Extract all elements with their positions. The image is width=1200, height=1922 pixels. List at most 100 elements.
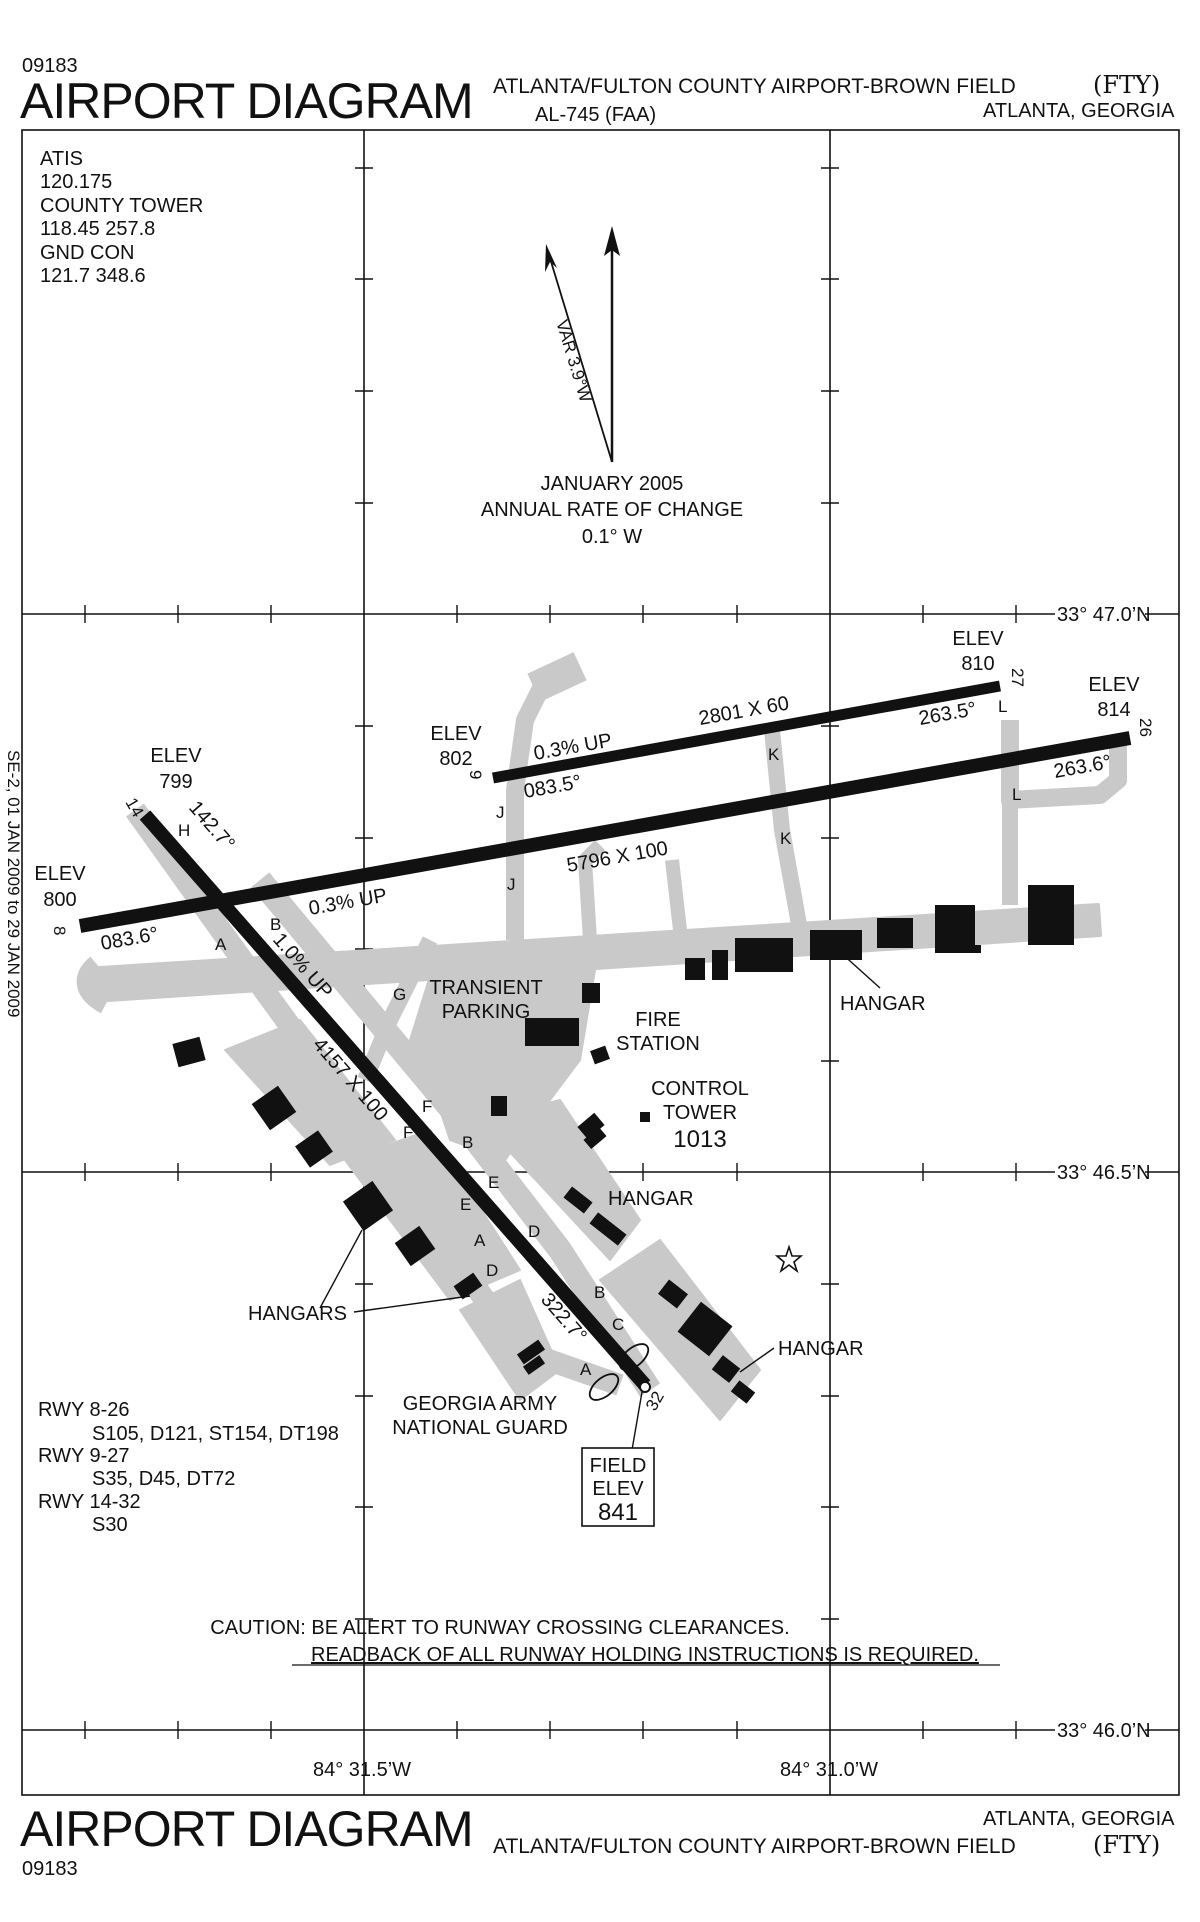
taxiway-a-label: A: [474, 1231, 486, 1250]
runways: [78, 680, 1132, 1393]
control-tower-label: TOWER: [663, 1102, 737, 1124]
taxiway-labels: A A A B B B C D D E E F F G H J J K K L …: [178, 697, 1021, 1379]
transient-parking-label: PARKING: [442, 1001, 531, 1023]
national-guard-label: GEORGIA ARMY: [403, 1393, 557, 1415]
hangars-leader: [319, 1229, 363, 1309]
freq-line: COUNTY TOWER: [40, 195, 203, 217]
elev-27: 810: [961, 653, 994, 675]
taxiway-h-label: H: [178, 821, 190, 840]
lon-label-left: 84° 31.5’W: [313, 1759, 411, 1781]
north-arrow: [604, 226, 620, 462]
taxiway-d-label: D: [528, 1222, 540, 1241]
freq-line: ATIS: [40, 148, 83, 170]
taxiway-k-label: K: [768, 745, 780, 764]
strength-line: RWY 14-32: [38, 1491, 141, 1513]
city-state: ATLANTA, GEORGIA: [983, 100, 1175, 122]
taxiway-f-label: F: [422, 1097, 432, 1116]
hangars-leader: [353, 1295, 471, 1313]
freq-line: 120.175: [40, 171, 112, 193]
freq-line: 118.45 257.8: [40, 218, 155, 240]
control-tower-label: CONTROL: [651, 1078, 749, 1100]
taxiway-l-label: L: [998, 697, 1007, 716]
runway-end-8: 8: [50, 926, 69, 935]
strength-line: RWY 9-27: [38, 1445, 130, 1467]
field-elev-label: ELEV: [592, 1478, 644, 1500]
elev-label: ELEV: [952, 628, 1004, 650]
field-elev-value: 841: [598, 1499, 638, 1526]
taxiway-j-label: J: [507, 875, 516, 894]
taxiway-l-label: L: [1012, 785, 1021, 804]
elev-8: 800: [43, 889, 76, 911]
lon-label-right: 84° 31.0’W: [780, 1759, 878, 1781]
taxiway-d-label: D: [486, 1261, 498, 1280]
rwy-14-heading: 142.7°: [184, 797, 239, 855]
magnetic-north-arrow: [545, 244, 613, 463]
frequency-block: ATIS 120.175 COUNTY TOWER 118.45 257.8 G…: [40, 148, 203, 287]
taxiway-b-label: B: [462, 1133, 473, 1152]
elev-label: ELEV: [1088, 674, 1140, 696]
strength-line: RWY 8-26: [38, 1399, 130, 1421]
freq-line: 121.7 348.6: [40, 265, 146, 287]
elev-label: ELEV: [34, 863, 86, 885]
hangar-label: HANGAR: [778, 1338, 864, 1360]
runway-strength-notes: RWY 8-26 S105, D121, ST154, DT198 RWY 9-…: [38, 1399, 339, 1536]
control-tower-elev: 1013: [673, 1126, 726, 1153]
transient-parking-label: TRANSIENT: [429, 977, 542, 999]
freq-line: GND CON: [40, 242, 134, 264]
runway-end-9: 9: [466, 770, 485, 779]
variation-label: VAR 3.9°W: [552, 318, 595, 405]
elev-9: 802: [439, 748, 472, 770]
lat-label-mid: 33° 46.5’N: [1057, 1162, 1151, 1184]
strength-line: S30: [92, 1514, 128, 1536]
annual-rate-value: 0.1° W: [582, 526, 642, 548]
runway-end-26: 26: [1136, 718, 1155, 737]
caution-line-1: CAUTION: BE ALERT TO RUNWAY CROSSING CLE…: [210, 1617, 789, 1639]
taxiway-a-label: A: [580, 1360, 592, 1379]
footer-title: AIRPORT DIAGRAM: [20, 1801, 473, 1857]
runway-32-threshold: [639, 1381, 651, 1393]
taxiway-k-label: K: [780, 829, 792, 848]
elev-14: 799: [159, 771, 192, 793]
doc-id-top: 09183: [22, 55, 78, 77]
taxiway-e-label: E: [460, 1195, 471, 1214]
magnetic-date: JANUARY 2005: [541, 473, 684, 495]
taxiway-e-label: E: [488, 1173, 499, 1192]
taxiway-a-label: A: [215, 935, 227, 954]
fire-station-label: STATION: [616, 1033, 700, 1055]
footer-doc-id: 09183: [22, 1858, 78, 1880]
procedure-id: AL-745 (FAA): [535, 104, 656, 126]
hangar-leader: [739, 1347, 775, 1373]
airport-ident: (FTY): [1093, 71, 1160, 99]
elev-label: ELEV: [150, 745, 202, 767]
side-margin-text: SE-2, 01 JAN 2009 to 29 JAN 2009: [4, 750, 23, 1017]
taxiway-b-label: B: [594, 1283, 605, 1302]
runway-8-26: [78, 731, 1132, 933]
hangar-label: HANGAR: [608, 1188, 694, 1210]
footer-city-state: ATLANTA, GEORGIA: [983, 1808, 1175, 1830]
elev-label: ELEV: [430, 723, 482, 745]
footer-airport-name: ATLANTA/FULTON COUNTY AIRPORT-BROWN FIEL…: [493, 1835, 1016, 1858]
hangars-label: HANGARS: [248, 1303, 347, 1325]
strength-line: S35, D45, DT72: [92, 1468, 235, 1490]
strength-line: S105, D121, ST154, DT198: [92, 1423, 339, 1445]
fire-station-label: FIRE: [635, 1009, 681, 1031]
lat-label-top: 33° 47.0’N: [1057, 604, 1151, 626]
hangar-label: HANGAR: [840, 993, 926, 1015]
national-guard-label: NATIONAL GUARD: [392, 1417, 568, 1439]
field-elev-leader: [631, 1391, 643, 1451]
runway-9-27: [492, 680, 1001, 784]
lat-label-bottom: 33° 46.0’N: [1057, 1720, 1151, 1742]
annual-rate-label: ANNUAL RATE OF CHANGE: [481, 499, 743, 521]
beacon-star-icon: [774, 1244, 804, 1274]
taxiway-g-label: G: [393, 985, 406, 1004]
hangar-leader: [839, 951, 881, 989]
taxiway-j-label: J: [496, 803, 505, 822]
buildings: [172, 885, 1074, 1404]
runway-14-32: [139, 810, 651, 1390]
field-elev-box: [581, 1447, 655, 1527]
elev-26: 814: [1097, 699, 1130, 721]
taxiway-c-label: C: [612, 1315, 624, 1334]
page-title: AIRPORT DIAGRAM: [20, 73, 473, 129]
caution-line-2: READBACK OF ALL RUNWAY HOLDING INSTRUCTI…: [311, 1644, 979, 1666]
